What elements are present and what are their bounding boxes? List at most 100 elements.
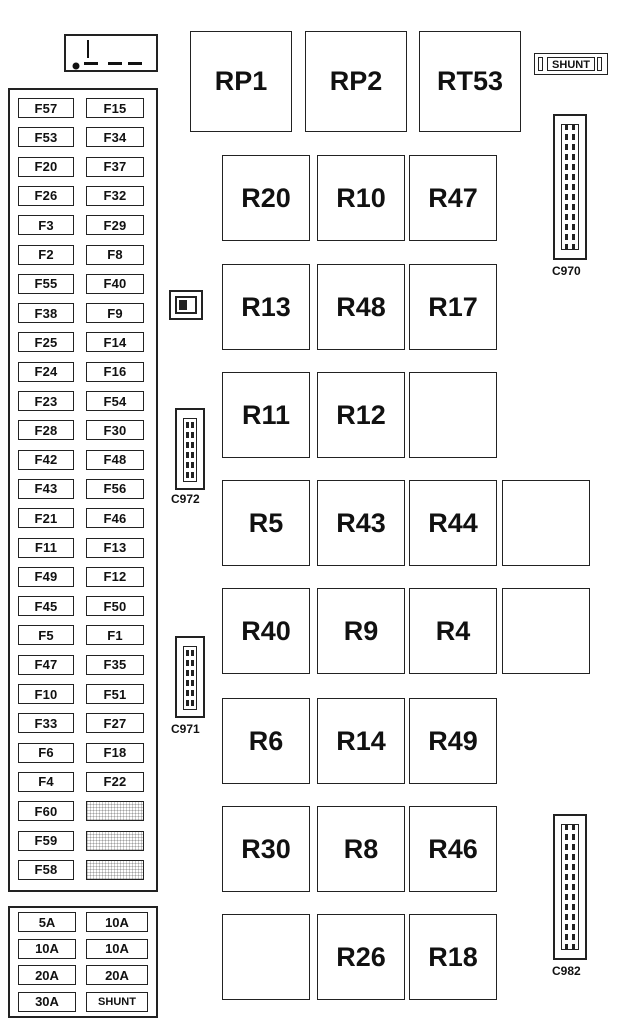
fuse-f40: F40 [86, 273, 144, 294]
maxi-fuse: 30A [18, 991, 76, 1012]
maxi-fuse: SHUNT [86, 991, 148, 1012]
fuse-f23: F23 [18, 391, 74, 411]
connector-c970-label: C970 [552, 264, 581, 278]
fuse-f57: F57 [18, 98, 74, 118]
relay-empty-slot [222, 914, 310, 1000]
fuse-empty-slot [86, 859, 144, 880]
relay-empty-slot [502, 480, 590, 566]
relay-rp2: RP2 [305, 31, 407, 132]
maxi-fuse: 20A [18, 965, 76, 985]
relay-r13: R13 [222, 264, 310, 350]
fuse-f45: F45 [18, 596, 74, 617]
fuse-f21: F21 [18, 508, 74, 529]
fuse-f22: F22 [86, 771, 144, 792]
fuse-f8: F8 [86, 244, 144, 265]
fuse-f20: F20 [18, 156, 74, 177]
fuse-f1: F1 [86, 625, 144, 646]
fuse-f12: F12 [86, 566, 144, 587]
fuse-f43: F43 [18, 478, 74, 499]
connector-c971-label: C971 [171, 722, 200, 736]
relay-r11: R11 [222, 372, 310, 458]
fuse-f48: F48 [86, 449, 144, 470]
fuse-f46: F46 [86, 508, 144, 529]
fuse-f11: F11 [18, 537, 74, 558]
fuse-f38: F38 [18, 303, 74, 324]
fuse-f54: F54 [86, 391, 144, 411]
connector-c971 [175, 636, 205, 718]
shunt-label: SHUNT [547, 57, 595, 71]
fuse-f51: F51 [86, 684, 144, 704]
relay-r14: R14 [317, 698, 405, 784]
relay-r12: R12 [317, 372, 405, 458]
connector-c970 [553, 114, 587, 260]
fuse-f59: F59 [18, 830, 74, 851]
fuse-f10: F10 [18, 684, 74, 704]
maxi-fuse: 10A [18, 938, 76, 959]
relay-r18: R18 [409, 914, 497, 1000]
shunt-fuse: SHUNT [534, 53, 608, 75]
maxi-fuse: 10A [86, 912, 148, 932]
relay-rp1: RP1 [190, 31, 292, 132]
fuse-f25: F25 [18, 332, 74, 353]
fuse-f56: F56 [86, 478, 144, 499]
relay-r30: R30 [222, 806, 310, 892]
fuse-f50: F50 [86, 596, 144, 617]
relay-r44: R44 [409, 480, 497, 566]
fuse-f29: F29 [86, 215, 144, 236]
relay-r8: R8 [317, 806, 405, 892]
fuse-f42: F42 [18, 449, 74, 470]
fuse-f49: F49 [18, 566, 74, 587]
fuse-f16: F16 [86, 361, 144, 382]
relay-r4: R4 [409, 588, 497, 674]
fuse-empty-slot [86, 830, 144, 851]
fuse-f27: F27 [86, 713, 144, 734]
relay-r10: R10 [317, 155, 405, 241]
fuse-f32: F32 [86, 185, 144, 206]
connector-c972 [175, 408, 205, 490]
fuse-f30: F30 [86, 420, 144, 441]
relay-r9: R9 [317, 588, 405, 674]
relay-r47: R47 [409, 155, 497, 241]
shunt-symbol-icon [72, 40, 142, 70]
relay-r40: R40 [222, 588, 310, 674]
fuse-f13: F13 [86, 537, 144, 558]
relay-r5: R5 [222, 480, 310, 566]
relay-r17: R17 [409, 264, 497, 350]
relay-r48: R48 [317, 264, 405, 350]
fuse-f9: F9 [86, 303, 144, 324]
connector-c982 [553, 814, 587, 960]
maxi-fuse: 5A [18, 912, 76, 932]
fuse-empty-slot [86, 801, 144, 822]
fuse-f26: F26 [18, 185, 74, 206]
fuse-f5: F5 [18, 625, 74, 646]
fuse-f24: F24 [18, 361, 74, 382]
relay-empty-slot [409, 372, 497, 458]
fuse-f34: F34 [86, 127, 144, 148]
fuse-f58: F58 [18, 859, 74, 880]
fuse-f3: F3 [18, 215, 74, 236]
fuse-f2: F2 [18, 244, 74, 265]
relay-r49: R49 [409, 698, 497, 784]
relay-r46: R46 [409, 806, 497, 892]
fuse-f55: F55 [18, 273, 74, 294]
top-left-shunt-symbol [64, 34, 158, 72]
small-component [169, 290, 203, 320]
relay-r43: R43 [317, 480, 405, 566]
connector-c972-label: C972 [171, 492, 200, 506]
relay-empty-slot [502, 588, 590, 674]
relay-r6: R6 [222, 698, 310, 784]
fuse-f14: F14 [86, 332, 144, 353]
maxi-fuse: 20A [86, 965, 148, 985]
fuse-f28: F28 [18, 420, 74, 441]
relay-rt53: RT53 [419, 31, 521, 132]
relay-r20: R20 [222, 155, 310, 241]
fuse-f60: F60 [18, 801, 74, 822]
fuse-f18: F18 [86, 742, 144, 763]
relay-r26: R26 [317, 914, 405, 1000]
fuse-f53: F53 [18, 127, 74, 148]
fuse-f6: F6 [18, 742, 74, 763]
connector-c982-label: C982 [552, 964, 581, 978]
fuse-f33: F33 [18, 713, 74, 734]
